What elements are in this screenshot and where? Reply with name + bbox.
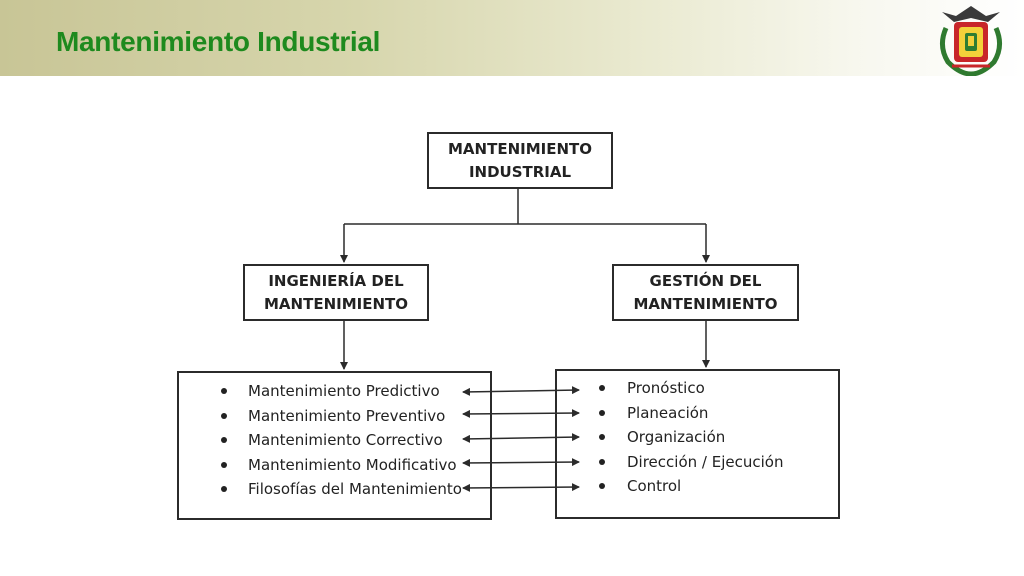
list-item: Mantenimiento Modificativo (179, 453, 490, 478)
header-band: Mantenimiento Industrial (0, 0, 1024, 76)
double-arrow-2 (462, 409, 580, 418)
right-items-box: Pronóstico Planeación Organización Direc… (555, 369, 840, 519)
list-item: Pronóstico (557, 376, 838, 401)
double-arrow-3 (462, 433, 580, 443)
root-node-line2: INDUSTRIAL (468, 162, 572, 181)
page-title: Mantenimiento Industrial (56, 26, 381, 57)
list-item: Mantenimiento Correctivo (179, 428, 490, 453)
list-item: Organización (557, 425, 838, 450)
double-arrow-5 (462, 483, 580, 492)
node-gestion-del-mantenimiento: GESTIÓN DEL MANTENIMIENTO (612, 264, 799, 321)
root-node-line1: MANTENIMIENTO (448, 139, 592, 158)
list-item: Dirección / Ejecución (557, 450, 838, 475)
root-node-mantenimiento-industrial: MANTENIMIENTO INDUSTRIAL (427, 132, 613, 189)
left-items-box: Mantenimiento Predictivo Mantenimiento P… (177, 371, 492, 520)
list-item: Mantenimiento Predictivo (179, 379, 490, 404)
double-arrow-4 (462, 458, 580, 467)
left-node-line1: INGENIERÍA DEL (268, 271, 404, 290)
list-item: Filosofías del Mantenimiento (179, 477, 490, 502)
right-node-line2: MANTENIMIENTO (633, 294, 778, 313)
list-item: Control (557, 474, 838, 499)
list-item: Mantenimiento Preventivo (179, 404, 490, 429)
node-ingenieria-del-mantenimiento: INGENIERÍA DEL MANTENIMIENTO (243, 264, 429, 321)
university-coat-of-arms-icon (940, 6, 1002, 76)
right-node-line1: GESTIÓN DEL (649, 271, 762, 290)
double-arrow-1 (462, 386, 580, 396)
list-item: Planeación (557, 401, 838, 426)
left-node-line2: MANTENIMIENTO (264, 294, 408, 313)
